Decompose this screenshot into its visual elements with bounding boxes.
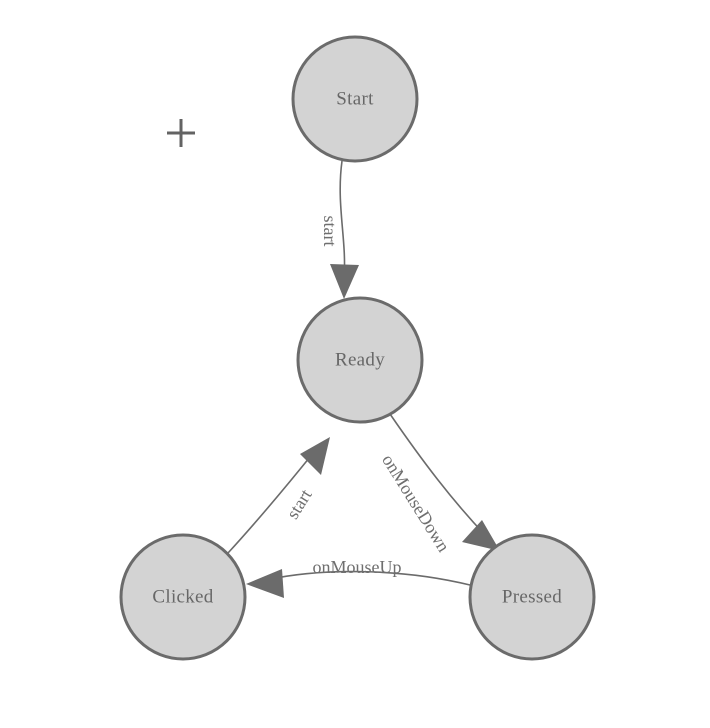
edge-ready-to-pressed[interactable]: onMouseDown [378, 413, 500, 556]
node-circle [468, 533, 596, 661]
edge-clicked-to-ready[interactable]: start [227, 437, 330, 554]
node-label-pressed: Pressed [502, 587, 562, 608]
edge-label-clicked-to-ready: start [282, 486, 315, 523]
edge-label-start-to-ready: start [320, 216, 340, 247]
edge-label-pressed-to-clicked: onMouseUp [313, 557, 402, 577]
edge-start-to-ready[interactable]: start [320, 160, 359, 299]
node-pressed[interactable]: Pressed [468, 533, 596, 661]
arrowhead-icon [300, 437, 330, 475]
crosshair-marker-icon [167, 119, 195, 147]
node-circle [291, 35, 419, 163]
arrowhead-icon [330, 264, 359, 299]
node-label-start: Start [336, 89, 374, 110]
node-label-ready: Ready [335, 350, 385, 371]
arrowhead-icon [462, 520, 500, 551]
node-circle [296, 296, 424, 424]
edge-pressed-to-clicked[interactable]: onMouseUp [246, 557, 471, 598]
node-label-clicked: Clicked [152, 587, 213, 608]
arrowhead-icon [246, 569, 284, 598]
node-start[interactable]: Start [291, 35, 419, 163]
edge-path [227, 451, 315, 554]
edge-label-ready-to-pressed: onMouseDown [378, 451, 454, 556]
node-ready[interactable]: Ready [296, 296, 424, 424]
edge-path [389, 413, 487, 537]
edge-path [265, 570, 471, 586]
node-circle [119, 533, 247, 661]
node-clicked[interactable]: Clicked [119, 533, 247, 661]
